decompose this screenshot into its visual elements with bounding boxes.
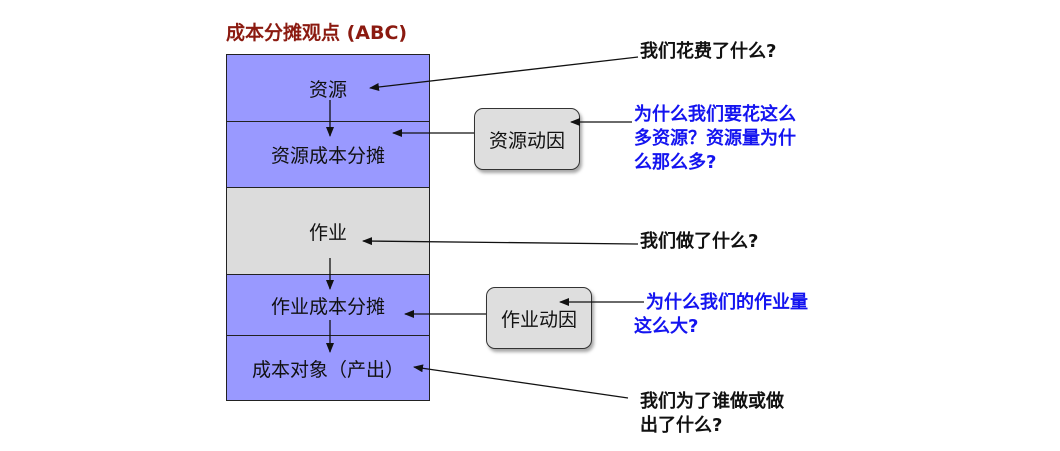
arrow-q1-to-resources: [369, 56, 639, 91]
arrow-q5-to-cost-object: [413, 364, 629, 399]
question-for-whom-line2: 出了什么?: [640, 415, 723, 436]
question-what-done: 我们做了什么?: [640, 231, 759, 252]
resource-driver-box: 资源动因: [474, 108, 580, 170]
arrow-q3-to-activities: [362, 237, 639, 246]
question-for-whom-line1: 我们为了谁做或做: [640, 391, 784, 412]
question-why-resources-line3: 么那么多?: [634, 152, 717, 173]
question-for-whom: 我们为了谁做或做 出了什么?: [640, 390, 784, 438]
question-why-resources: 为什么我们要花这么 多资源？资源量为什 么那么多?: [634, 103, 796, 175]
activity-driver-box: 作业动因: [486, 287, 592, 349]
diagram-title: 成本分摊观点 (ABC): [226, 22, 408, 44]
question-what-spent: 我们花费了什么?: [640, 41, 777, 62]
question-why-resources-line2: 多资源？资源量为什: [634, 128, 796, 149]
question-why-activity-volume: 为什么我们的作业量 这么大?: [634, 291, 808, 339]
block-activity-cost-allocation: 作业成本分摊: [226, 274, 430, 336]
question-why-activity-volume-line1: 为什么我们的作业量: [646, 292, 808, 313]
question-why-resources-line1: 为什么我们要花这么: [634, 104, 796, 125]
question-why-activity-volume-line2: 这么大?: [634, 316, 699, 337]
